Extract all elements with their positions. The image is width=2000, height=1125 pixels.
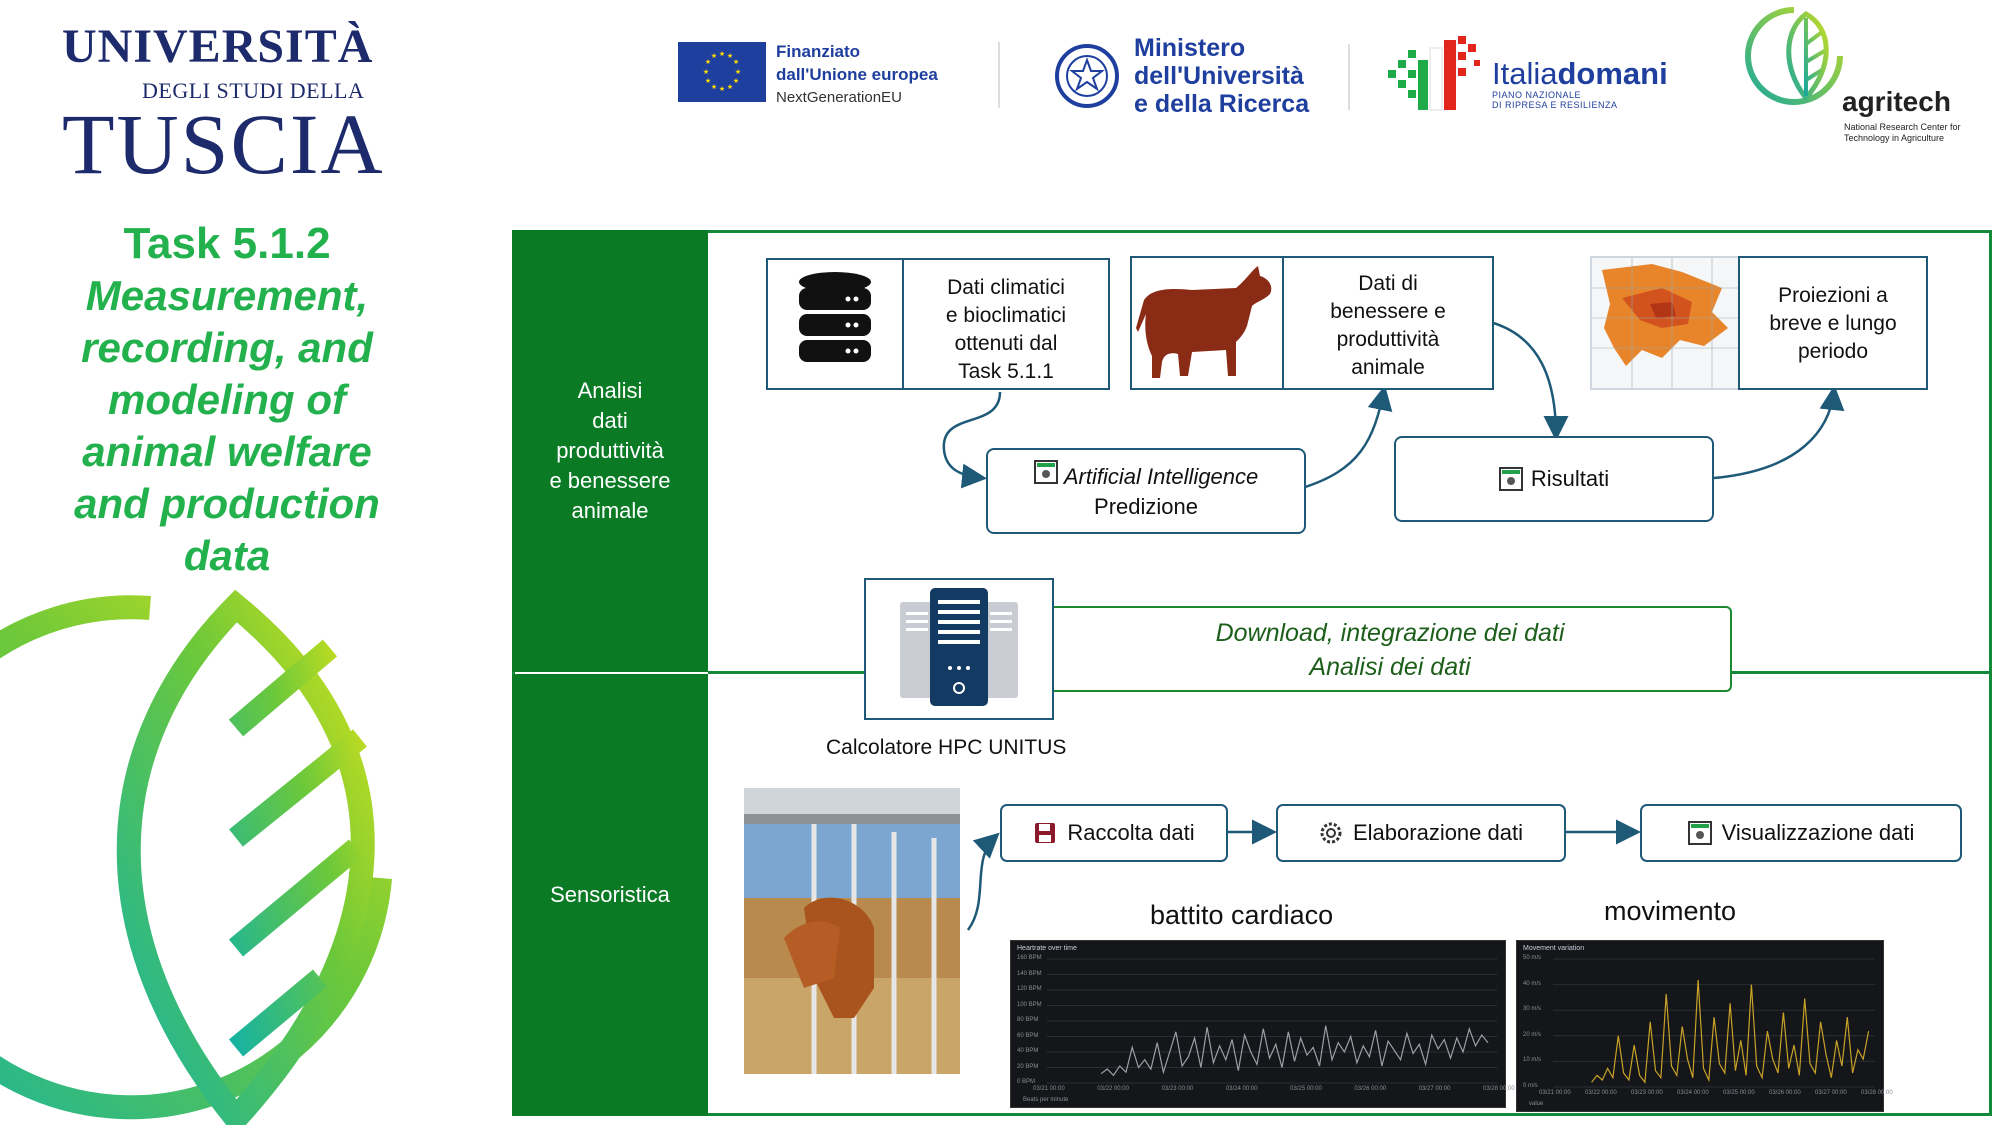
movement-x-tick: 03/27 00:00	[1815, 1090, 1847, 1096]
movement-x-tick: 03/26 00:00	[1769, 1090, 1801, 1096]
projections-text: Proiezioni a breve e lungo periodo	[1740, 282, 1926, 366]
hpc-line1: Download, integrazione dei dati	[1100, 616, 1680, 650]
movement-x-tick: 03/25 00:00	[1723, 1090, 1755, 1096]
heart-rate-title: battito cardiaco	[1150, 900, 1333, 931]
climate-line4: Task 5.1.1	[904, 358, 1108, 386]
heart-rate-y-tick: 40 BPM	[1017, 1048, 1038, 1054]
hpc-server-tile	[864, 578, 1054, 720]
heart-rate-x-tick: 03/21 00:00	[1033, 1086, 1065, 1092]
ai-line1: Artificial Intelligence	[1064, 464, 1258, 489]
movement-y-tick: 10 m/s	[1523, 1057, 1541, 1063]
climate-data-node: Dati climatici e bioclimatici ottenuti d…	[902, 258, 1110, 390]
map-tile	[1590, 256, 1740, 390]
movement-y-tick: 40 m/s	[1523, 981, 1541, 987]
database-icon	[768, 260, 902, 388]
climate-line2: e bioclimatici	[904, 302, 1108, 330]
process-data-text: Elaborazione dati	[1353, 820, 1523, 846]
climate-line3: ottenuti dal	[904, 330, 1108, 358]
ai-prediction-node: Artificial Intelligence Predizione	[986, 448, 1306, 534]
dashboard-icon	[1688, 821, 1712, 845]
welfare-line1: Dati di	[1284, 270, 1492, 298]
floppy-disk-icon	[1033, 821, 1057, 845]
collect-data-text: Raccolta dati	[1067, 820, 1194, 846]
welfare-data-node: Dati di benessere e produttività animale	[1282, 256, 1494, 390]
projections-node: Proiezioni a breve e lungo periodo	[1738, 256, 1928, 390]
welfare-line2: benessere e	[1284, 298, 1492, 326]
hpc-label: Calcolatore HPC UNITUS	[826, 736, 1066, 760]
heart-rate-x-tick: 03/23 00:00	[1162, 1086, 1194, 1092]
hpc-line2: Analisi dei dati	[1100, 650, 1680, 684]
movement-plot	[1517, 941, 1885, 1113]
visualize-data-text: Visualizzazione dati	[1722, 820, 1915, 846]
movement-chart: Movement variation value 0 m/s10 m/s20 m…	[1516, 940, 1884, 1112]
heart-rate-y-tick: 100 BPM	[1017, 1002, 1042, 1008]
cow-tile	[1130, 256, 1284, 390]
results-node: Risultati	[1394, 436, 1714, 522]
movement-y-tick: 30 m/s	[1523, 1006, 1541, 1012]
projections-line1: Proiezioni a	[1740, 282, 1926, 310]
movement-x-tick: 03/28 00:00	[1861, 1090, 1893, 1096]
cow-icon	[1132, 258, 1282, 388]
climate-data-text: Dati climatici e bioclimatici ottenuti d…	[904, 274, 1108, 386]
visualize-data-step: Visualizzazione dati	[1640, 804, 1962, 862]
collect-data-step: Raccolta dati	[1000, 804, 1228, 862]
heart-rate-y-tick: 140 BPM	[1017, 971, 1042, 977]
heart-rate-x-tick: 03/26 00:00	[1354, 1086, 1386, 1092]
heart-rate-y-tick: 20 BPM	[1017, 1064, 1038, 1070]
projections-line2: breve e lungo	[1740, 310, 1926, 338]
projection-map-icon	[1592, 258, 1738, 388]
results-text: Risultati	[1531, 464, 1609, 494]
heart-rate-y-tick: 80 BPM	[1017, 1017, 1038, 1023]
projections-line3: periodo	[1740, 338, 1926, 366]
heart-rate-y-tick: 160 BPM	[1017, 955, 1042, 961]
process-data-step: Elaborazione dati	[1276, 804, 1566, 862]
heart-rate-chart: Heartrate over time Beats per minute 0 B…	[1010, 940, 1506, 1108]
database-tile	[766, 258, 904, 390]
heart-rate-x-tick: 03/28 00:00	[1483, 1086, 1515, 1092]
movement-y-tick: 20 m/s	[1523, 1032, 1541, 1038]
movement-x-tick: 03/23 00:00	[1631, 1090, 1663, 1096]
heart-rate-x-tick: 03/27 00:00	[1419, 1086, 1451, 1092]
gear-icon	[1319, 821, 1343, 845]
movement-x-tick: 03/21 00:00	[1539, 1090, 1571, 1096]
heart-rate-plot	[1011, 941, 1507, 1109]
dashboard-icon	[1499, 467, 1523, 491]
cattle-barn-photo	[744, 788, 960, 1074]
movement-y-tick: 0 m/s	[1523, 1083, 1538, 1089]
heart-rate-y-tick: 60 BPM	[1017, 1033, 1038, 1039]
hpc-process-text: Download, integrazione dei dati Analisi …	[1100, 616, 1680, 684]
movement-x-tick: 03/24 00:00	[1677, 1090, 1709, 1096]
heart-rate-x-tick: 03/25 00:00	[1290, 1086, 1322, 1092]
welfare-data-text: Dati di benessere e produttività animale	[1284, 270, 1492, 382]
climate-line1: Dati climatici	[904, 274, 1108, 302]
dashboard-icon	[1034, 460, 1058, 484]
server-icon	[866, 580, 1052, 718]
ai-line2: Predizione	[1034, 492, 1259, 522]
movement-series-line	[1592, 980, 1869, 1082]
movement-title: movimento	[1604, 896, 1736, 927]
movement-y-tick: 50 m/s	[1523, 955, 1541, 961]
heart-rate-x-tick: 03/22 00:00	[1097, 1086, 1129, 1092]
heart-rate-y-tick: 120 BPM	[1017, 986, 1042, 992]
welfare-line3: produttività	[1284, 326, 1492, 354]
ai-prediction-text: Artificial Intelligence Predizione	[1034, 460, 1259, 522]
welfare-line4: animale	[1284, 354, 1492, 382]
movement-x-tick: 03/22 00:00	[1585, 1090, 1617, 1096]
heart-rate-y-tick: 0 BPM	[1017, 1079, 1035, 1085]
heart-rate-x-tick: 03/24 00:00	[1226, 1086, 1258, 1092]
